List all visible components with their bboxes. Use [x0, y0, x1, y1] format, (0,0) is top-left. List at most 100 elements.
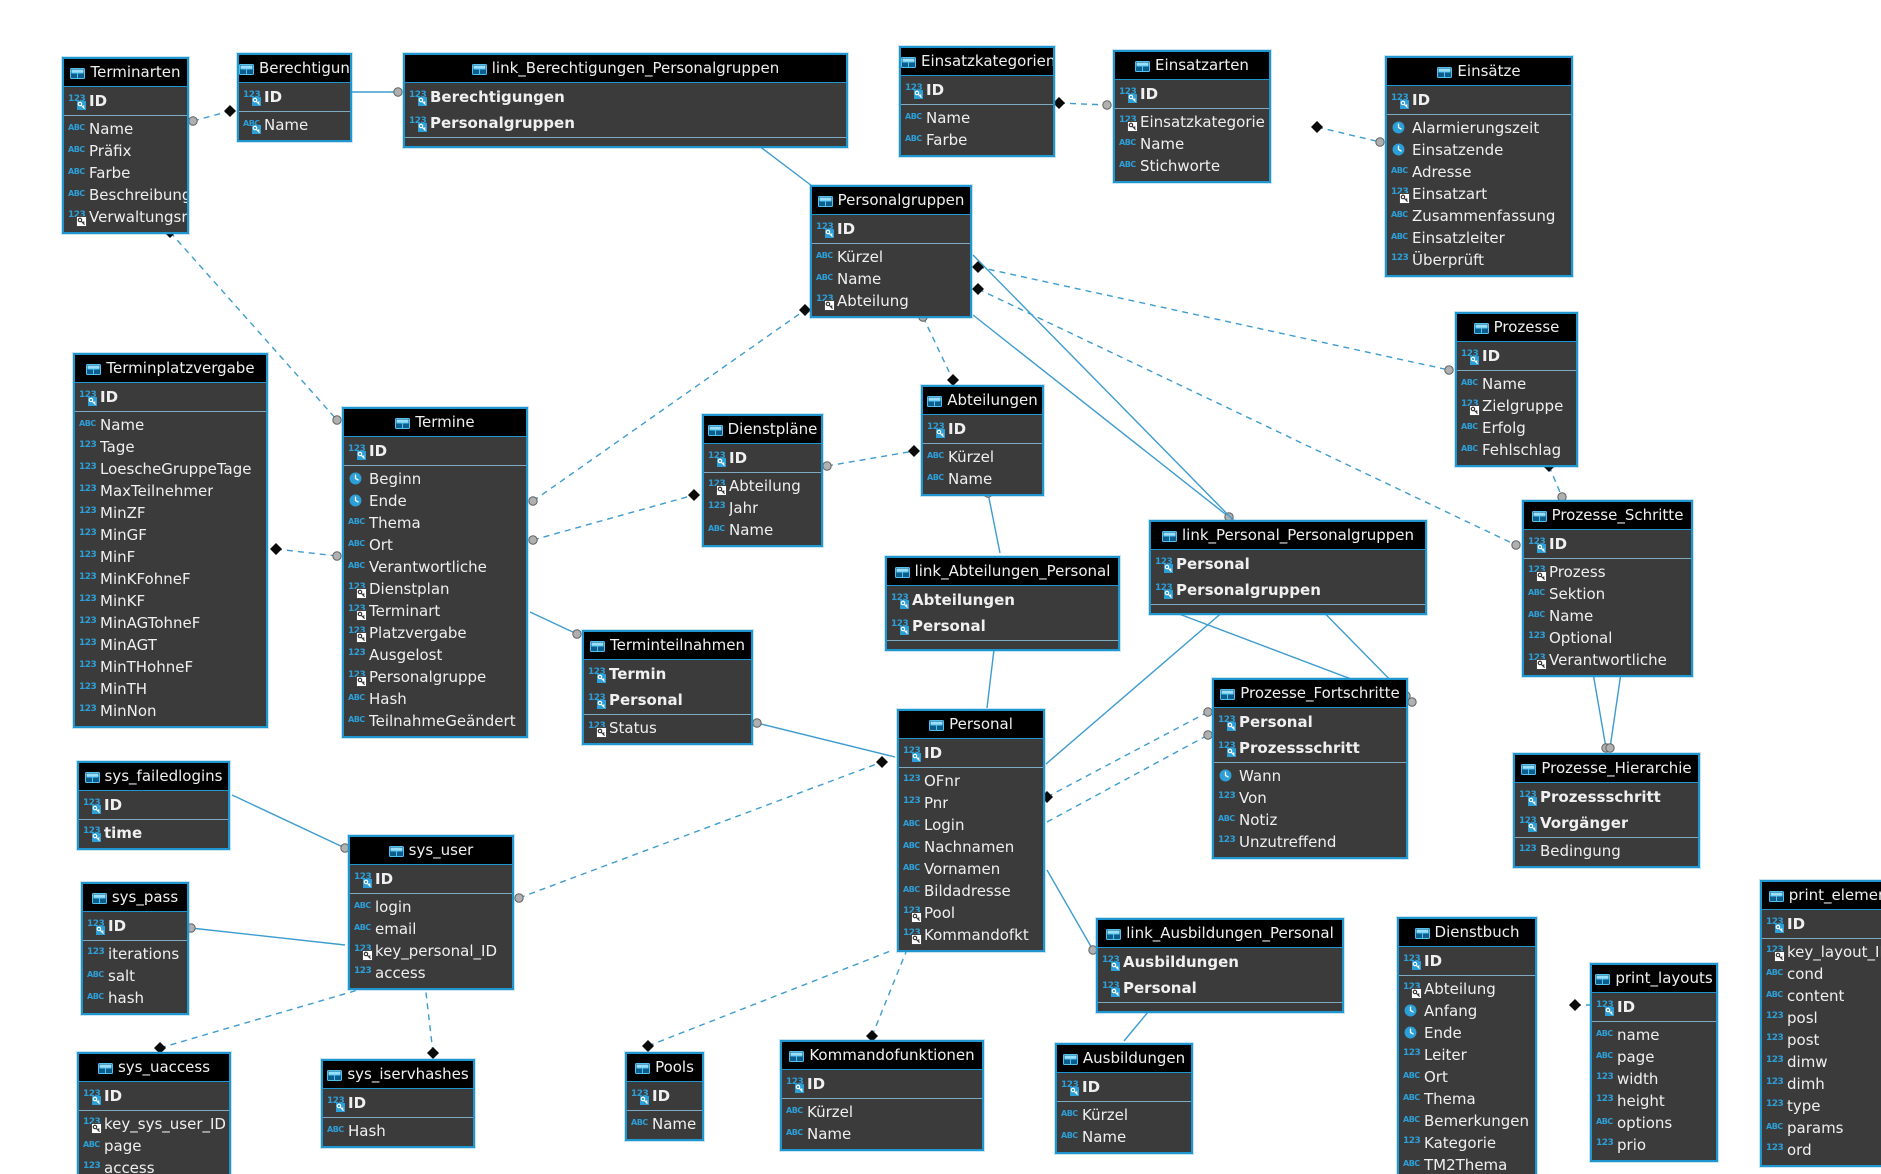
relationship-line[interactable] — [1592, 672, 1607, 749]
table-header[interactable]: link_Berechtigungen_Personalgruppen — [405, 55, 846, 83]
table-header[interactable]: Personal — [899, 711, 1043, 739]
relationship-line[interactable] — [1046, 734, 1209, 823]
table-header[interactable]: Terminplatzvergabe — [75, 355, 266, 383]
table-header[interactable]: link_Abteilungen_Personal — [887, 558, 1118, 586]
table-header[interactable]: Prozesse_Hierarchie — [1515, 755, 1698, 783]
relationship-line[interactable] — [1316, 126, 1381, 143]
relationship-line[interactable] — [1046, 869, 1094, 951]
field-row[interactable]: Alarmierungszeit — [1387, 117, 1571, 139]
table-header[interactable]: sys_pass — [83, 884, 187, 912]
table-header[interactable]: link_Personal_Personalgruppen — [1151, 522, 1425, 550]
table-header[interactable]: Terminarten — [64, 59, 187, 87]
table-header[interactable]: Personalgruppen — [812, 187, 970, 215]
relationship-line[interactable] — [169, 231, 338, 421]
table-header[interactable]: Termine — [344, 409, 526, 437]
relationship-line[interactable] — [532, 494, 695, 541]
table-header[interactable]: Einsätze — [1387, 58, 1571, 86]
relationship-line[interactable] — [190, 927, 346, 946]
table-header[interactable]: Berechtigungen — [239, 55, 350, 83]
field-row[interactable]: Einsatzende — [1387, 139, 1571, 161]
table-header[interactable]: Prozesse — [1457, 314, 1576, 342]
relationship-line[interactable] — [192, 110, 231, 122]
relationship-line[interactable] — [1045, 603, 1233, 765]
table-header[interactable]: Prozesse_Fortschritte — [1214, 680, 1406, 708]
table-header[interactable]: link_Ausbildungen_Personal — [1098, 920, 1342, 948]
relationship-line[interactable] — [424, 983, 434, 1054]
field-row[interactable]: Anfang — [1399, 1000, 1535, 1022]
relationship-line[interactable] — [826, 450, 915, 467]
table-header[interactable]: sys_user — [350, 837, 512, 865]
table-header[interactable]: Ausbildungen — [1057, 1045, 1191, 1073]
